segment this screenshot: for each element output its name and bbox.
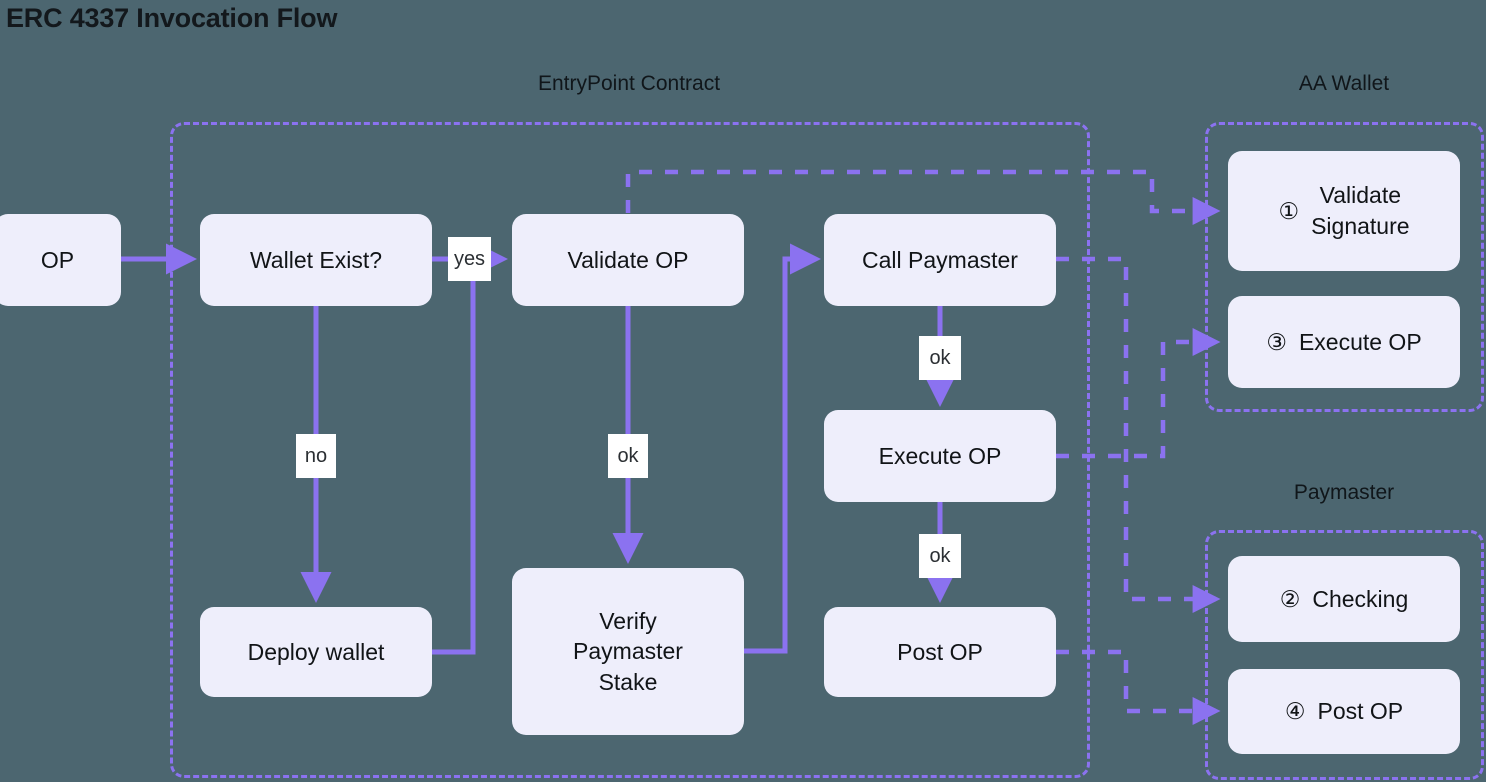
edge-label-ok-validate-op: ok [608,434,648,478]
group-label-aa-wallet: AA Wallet [1298,72,1390,95]
node-paymaster-post-op[interactable]: ④ Post OP [1228,669,1460,754]
node-wallet-exist[interactable]: Wallet Exist? [200,214,432,306]
group-label-entrypoint-contract: EntryPoint Contract [537,72,721,95]
node-verify-paymaster-stake[interactable]: Verify Paymaster Stake [512,568,744,735]
circled-number-2-icon: ② [1279,585,1301,612]
node-paymaster-checking-label: Checking [1312,585,1409,612]
edge-label-no: no [296,434,336,478]
node-aa-execute-op[interactable]: ③ Execute OP [1228,296,1460,388]
node-aa-validate-signature[interactable]: ① Validate Signature [1228,151,1460,271]
edge-label-ok-execute-op: ok [919,534,961,578]
page-title: ERC 4337 Invocation Flow [6,3,338,33]
node-deploy-wallet[interactable]: Deploy wallet [200,607,432,697]
node-paymaster-checking[interactable]: ② Checking [1228,556,1460,642]
circled-number-1-icon: ① [1278,197,1300,224]
node-op[interactable]: OP [0,214,121,306]
circled-number-4-icon: ④ [1284,698,1306,725]
circled-number-3-icon: ③ [1266,328,1287,355]
node-aa-validate-signature-label: Validate Signature [1311,182,1410,239]
node-post-op[interactable]: Post OP [824,607,1056,697]
node-validate-op[interactable]: Validate OP [512,214,744,306]
edge-label-ok-call-paymaster: ok [919,336,961,380]
edge-label-yes: yes [448,237,491,281]
node-aa-execute-op-label: Execute OP [1298,328,1422,355]
group-label-paymaster: Paymaster [1293,481,1395,504]
node-call-paymaster[interactable]: Call Paymaster [824,214,1056,306]
node-paymaster-post-op-label: Post OP [1317,698,1404,725]
node-execute-op[interactable]: Execute OP [824,410,1056,502]
